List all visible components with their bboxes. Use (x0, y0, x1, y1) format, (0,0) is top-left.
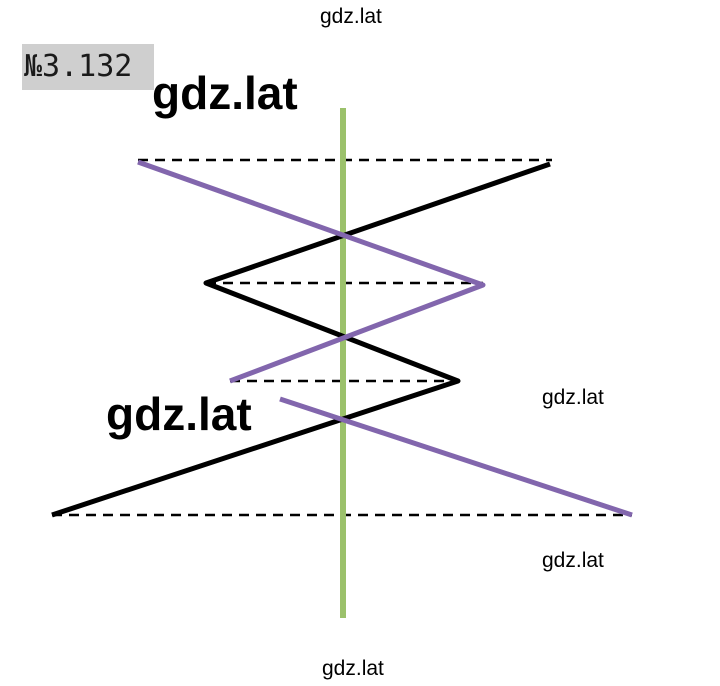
watermark-big-upper: gdz.lat (152, 67, 298, 119)
watermark-top: gdz.lat (320, 5, 382, 28)
watermark-big-lower: gdz.lat (102, 387, 256, 441)
black-zigzag-path (51, 161, 551, 518)
watermark-bottom: gdz.lat (322, 657, 384, 680)
purple-zigzag-path (137, 159, 486, 384)
watermark-right-upper: gdz.lat (542, 386, 604, 409)
watermark-right-lower: gdz.lat (542, 549, 604, 572)
problem-number-badge: №3.132 (22, 44, 154, 90)
purple-lower-segment (279, 396, 633, 518)
